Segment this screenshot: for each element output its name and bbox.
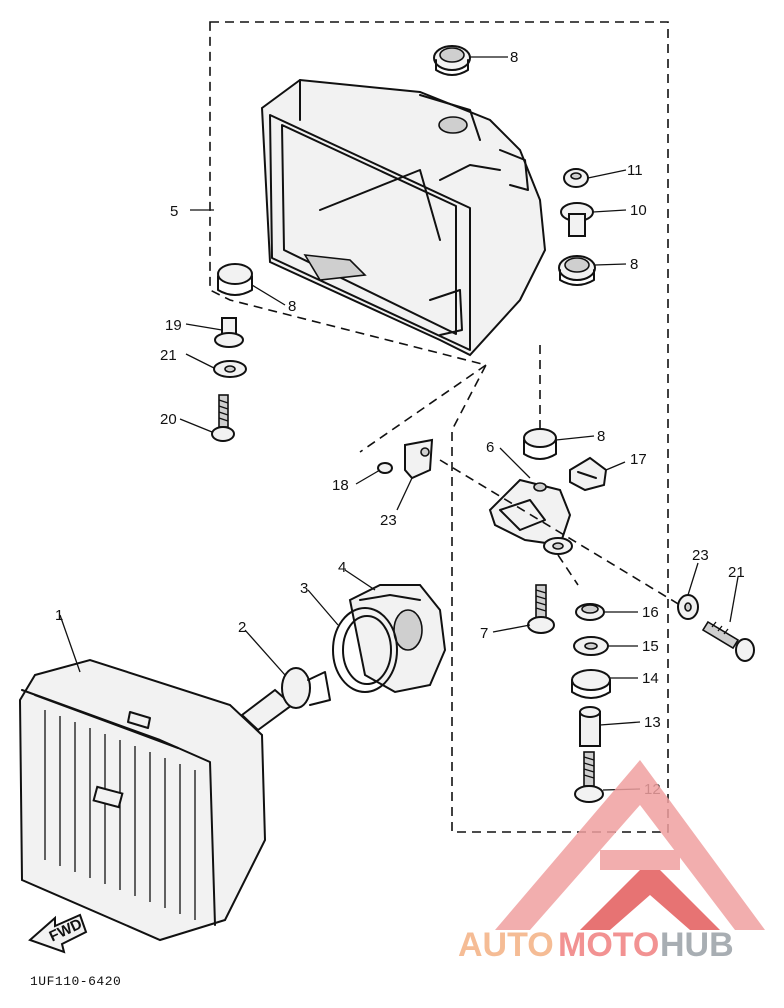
callout-8-top: 8: [510, 49, 518, 66]
callout-8-left: 8: [288, 298, 296, 315]
callout-23: 23: [692, 547, 709, 564]
callout-8-mid: 8: [597, 428, 605, 445]
callout-14: 15: [642, 638, 659, 655]
bolt-19: [211, 394, 235, 442]
callout-10: 11: [627, 162, 643, 179]
watermark-logo: AUTO MOTO HUB: [458, 760, 765, 964]
drawing-code: 1UF110-6420: [30, 974, 122, 989]
grommet-top: [433, 45, 471, 76]
callout-19: 20: [160, 411, 177, 428]
leader-lines: [59, 56, 739, 791]
washer-23: [677, 594, 699, 620]
mounting-bracket-6: [488, 478, 573, 555]
nut-15: [575, 603, 605, 621]
grommet-left: [217, 263, 253, 296]
grommet-right: [558, 255, 596, 286]
clip-16: [569, 456, 608, 492]
callout-16: 17: [630, 451, 647, 468]
callout-1: 1: [55, 607, 63, 624]
callout-13: 14: [642, 670, 659, 687]
collar-12: [579, 706, 601, 747]
collar-9: [560, 202, 594, 237]
washer-20: [213, 360, 247, 378]
callout-17: 18: [332, 477, 349, 494]
bolt-11: [574, 751, 604, 803]
callout-4: 4: [338, 559, 346, 576]
callout-3: 3: [300, 580, 308, 597]
washer-14: [573, 636, 609, 656]
damper-13: [571, 669, 611, 699]
callout-21: 21: [728, 564, 745, 581]
callout-22: 23: [380, 512, 397, 529]
headlight-housing: [260, 78, 547, 357]
callout-18: 19: [165, 317, 182, 334]
callout-7: 7: [480, 625, 488, 642]
watermark-part2: MOTO: [558, 926, 659, 964]
callout-15: 16: [642, 604, 659, 621]
watermark-part3: HUB: [660, 926, 734, 964]
callout-6: 6: [486, 439, 494, 456]
grommet-mid: [523, 428, 557, 460]
callout-labels: 8 11 10 8 8 8 5 19 21 20 18 23 6 17 7 16…: [55, 49, 745, 798]
callout-12: 13: [644, 714, 661, 731]
headlight-unit-1: [18, 658, 267, 942]
bolt-21: [701, 620, 755, 662]
callout-2: 2: [238, 619, 246, 636]
bracket-22: [404, 438, 434, 480]
watermark-part1: AUTO: [458, 926, 554, 964]
callout-8-right: 8: [630, 256, 638, 273]
callout-9: 10: [630, 202, 647, 219]
headlight-bulb-2: [240, 667, 331, 732]
screw-17: [377, 462, 393, 474]
retaining-ring-3: [332, 607, 398, 693]
collar-18: [214, 317, 244, 348]
bolt-7: [527, 584, 555, 634]
callout-5: 5: [170, 203, 178, 220]
fwd-arrow-icon: FWD: [28, 913, 88, 954]
assembly-boundary-inner: [359, 364, 487, 453]
assembly-boundary: [209, 21, 669, 833]
nut-10: [563, 168, 589, 188]
bulb-socket-4: [348, 584, 447, 694]
callout-20: 21: [160, 347, 177, 364]
